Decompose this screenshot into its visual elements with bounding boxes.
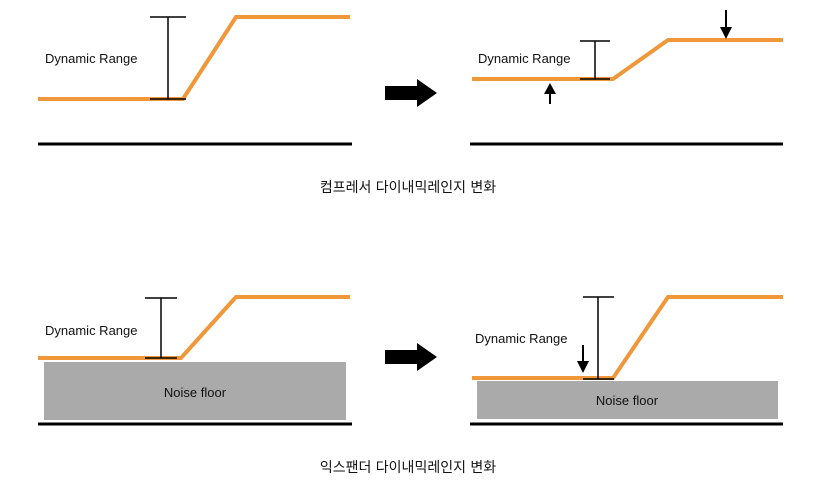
right-arrow-icon (385, 79, 437, 107)
top-right-panel: Dynamic Range (470, 10, 783, 146)
dynamic-range-label: Dynamic Range (45, 323, 138, 338)
signal-curve (472, 38, 783, 81)
bottom-right-panel: Noise floor Dynamic Range (470, 295, 783, 426)
top-row: Dynamic Range Dynamic Range 컴프레서 다이내믹레 (38, 10, 783, 196)
dynamic-range-bracket (580, 40, 610, 80)
dynamic-range-label: Dynamic Range (475, 331, 568, 346)
right-arrow-icon (385, 343, 437, 371)
bottom-left-panel: Noise floor Dynamic Range (38, 295, 352, 426)
down-arrow-icon (577, 345, 589, 373)
bottom-caption: 익스팬더 다이내믹레인지 변화 (320, 460, 496, 476)
signal-curve (472, 295, 783, 380)
dynamic-range-label: Dynamic Range (478, 51, 571, 66)
dynamic-range-bracket (145, 297, 177, 359)
noise-floor-label: Noise floor (164, 385, 227, 400)
dynamic-range-bracket (583, 296, 614, 380)
top-caption: 컴프레서 다이내믹레인지 변화 (320, 180, 496, 196)
noise-floor-block (477, 381, 778, 419)
dynamic-range-label: Dynamic Range (45, 51, 138, 66)
noise-floor-label: Noise floor (596, 393, 659, 408)
dynamic-range-bracket (150, 16, 186, 100)
signal-curve (38, 15, 350, 101)
noise-floor-block (44, 362, 346, 420)
up-arrow-icon (544, 83, 556, 104)
top-left-panel: Dynamic Range (38, 15, 352, 146)
signal-curve (38, 295, 350, 360)
bottom-row: Noise floor Dynamic Range Noise floor (38, 295, 783, 476)
down-arrow-icon (720, 10, 732, 39)
